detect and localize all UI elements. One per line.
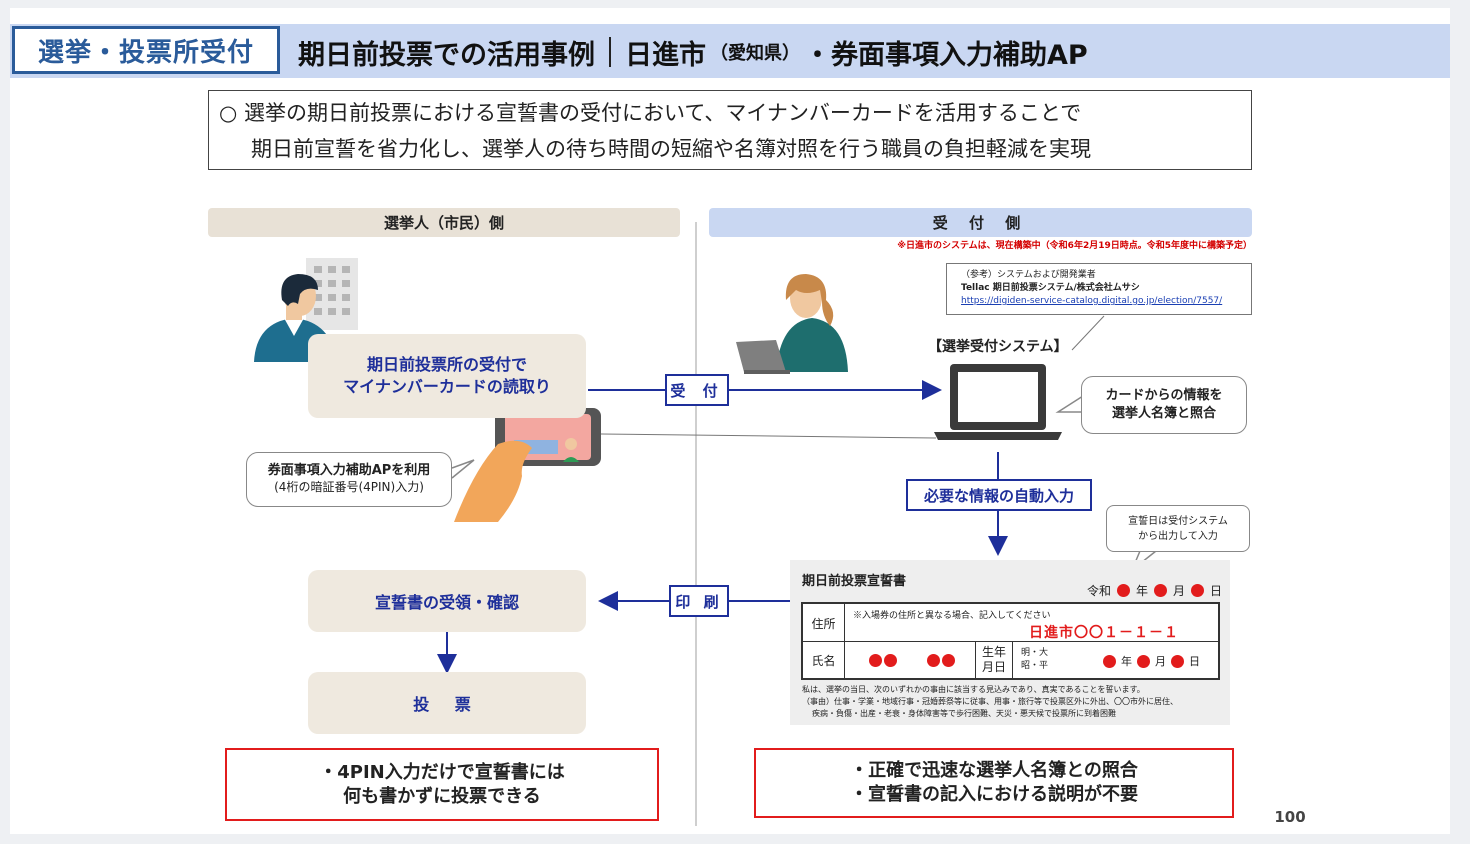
red-dot-icon (1137, 654, 1150, 668)
form-title: 期日前投票宣誓書 (802, 574, 907, 589)
form-footer: 私は、選挙の当日、次のいずれかの事由に該当する見込みであり、真実であることを誓い… (802, 684, 1222, 720)
address-row: 住所 ※入場券の住所と異なる場合、記入してください 日進市〇〇１－１－１ (803, 604, 1218, 642)
red-dot-icon (927, 654, 940, 667)
form-year-label: 年 (1135, 584, 1148, 598)
title-city: 日進市 (625, 39, 706, 71)
voter-benefit-line2: 何も書かずに投票できる (343, 785, 541, 807)
card-note-line2: 選挙人名簿と照合 (1111, 406, 1216, 421)
name-dots (869, 654, 897, 667)
name-dots (927, 654, 955, 667)
red-dot-icon (1171, 654, 1184, 668)
red-dot-icon (1190, 584, 1204, 597)
intro-box: ○ 選挙の期日前投票における宣誓書の受付において、マイナンバーカードを活用するこ… (208, 90, 1252, 170)
red-dot-icon (942, 654, 955, 667)
staff-person-icon (736, 274, 848, 374)
red-dot-icon (1103, 654, 1116, 668)
intro-line2: 期日前宣誓を省力化し、選挙人の待ち時間の短縮や名簿対照を行う職員の負担軽減を実現 (251, 137, 1091, 161)
reference-link[interactable]: https://digiden-service-catalog.digital.… (961, 296, 1223, 306)
reference-box: （参考）システムおよび開発業者 Tellac 期日前投票システム/株式会社ムサシ… (946, 263, 1252, 315)
birth-era-1: 明・大 (1021, 648, 1049, 658)
voter-side-header: 選挙人（市民）側 (208, 208, 680, 237)
birth-label-1: 生年 (981, 645, 1006, 659)
card-match-callout: カードからの情報を 選挙人名簿と照合 (1081, 376, 1247, 434)
reception-benefit-box: ・正確で迅速な選挙人名簿との照合 ・宣誓書の記入における説明が不要 (754, 748, 1234, 818)
oath-form: 期日前投票宣誓書 令和 年 月 日 住所 ※入場券の住所と異なる場合、記入してく… (790, 560, 1230, 725)
voter-person-icon (254, 274, 336, 362)
red-dot-icon (1153, 584, 1167, 597)
intro-line1: ○ 選挙の期日前投票における宣誓書の受付において、マイナンバーカードを活用するこ… (219, 101, 1082, 125)
reception-benefit-line2: ・宣誓書の記入における説明が不要 (850, 784, 1138, 805)
card-reading-box: 期日前投票所の受付で マイナンバーカードの読取り (308, 334, 586, 418)
page-number: 100 (1274, 808, 1306, 826)
birth-label-2: 月日 (981, 660, 1006, 674)
vote-box: 投 票 (308, 672, 586, 734)
form-date: 令和 年 月 日 (1087, 582, 1222, 599)
laptop-icon (934, 364, 1062, 440)
app-note-line1: 券面事項入力補助APを利用 (267, 463, 431, 478)
title-pref: （愛知県） (710, 43, 800, 64)
birth-era: 明・大 昭・平 (1021, 647, 1048, 673)
reception-label: 受 付 (665, 374, 729, 406)
title-part1: 期日前投票での活用事例 (298, 39, 595, 71)
card-reading-line1: 期日前投票所の受付で (366, 355, 527, 374)
address-label: 住所 (803, 604, 845, 642)
birth-year-label: 年 (1121, 655, 1132, 668)
oath-confirm-box: 宣誓書の受領・確認 (308, 570, 586, 632)
oath-date-callout: 宣誓日は受付システム から出力して入力 (1106, 505, 1250, 552)
address-value: 日進市〇〇１－１－１ (1029, 625, 1179, 641)
name-row: 氏名 生年 月日 明・大 昭・平 年 (803, 642, 1218, 678)
form-month-label: 月 (1172, 584, 1185, 598)
form-table: 住所 ※入場券の住所と異なる場合、記入してください 日進市〇〇１－１－１ 氏名 … (801, 602, 1220, 680)
red-dot-icon (1116, 584, 1130, 597)
oath-note-line2: から出力して入力 (1138, 531, 1218, 542)
app-note-line2: (4桁の暗証番号(4PIN)入力) (274, 480, 424, 494)
card-reader-icon (454, 408, 601, 522)
reference-line2: Tellac 期日前投票システム/株式会社ムサシ (961, 283, 1140, 293)
form-era-label: 令和 (1086, 584, 1111, 598)
card-note-line1: カードからの情報を (1105, 388, 1223, 403)
reception-side-header: 受 付 側 (709, 208, 1252, 237)
birth-day-label: 日 (1189, 655, 1200, 668)
reference-line1: （参考）システムおよび開発業者 (961, 270, 1096, 280)
auto-input-label: 必要な情報の自動入力 (906, 479, 1092, 511)
print-label: 印 刷 (669, 585, 729, 617)
form-footer-3: 疾病・負傷・出産・老衰・身体障害等で歩行困難、天災・悪天候で投票所に到着困難 (812, 709, 1116, 718)
birth-month-label: 月 (1155, 655, 1166, 668)
address-note: ※入場券の住所と異なる場合、記入してください (853, 611, 1051, 621)
red-dot-icon (884, 654, 897, 667)
reception-benefit-line1: ・正確で迅速な選挙人名簿との照合 (850, 760, 1138, 781)
title-separator (609, 37, 611, 67)
voter-benefit-line1: ・4PIN入力だけで宣誓書には (319, 761, 565, 783)
page-title: 期日前投票での活用事例 日進市 （愛知県） ・券面事項入力補助AP (298, 30, 1088, 74)
voter-benefit-box: ・4PIN入力だけで宣誓書には 何も書かずに投票できる (225, 748, 659, 821)
app-usage-callout: 券面事項入力補助APを利用 (4桁の暗証番号(4PIN)入力) (246, 452, 452, 507)
system-note: ※日進市のシステムは、現在構築中（令和6年2月19日時点。令和5年度中に構築予定… (897, 241, 1252, 251)
form-footer-1: 私は、選挙の当日、次のいずれかの事由に該当する見込みであり、真実であることを誓い… (802, 685, 1145, 694)
section-tag: 選挙・投票所受付 (12, 26, 280, 74)
name-label: 氏名 (803, 642, 845, 678)
birth-label: 生年 月日 (975, 642, 1013, 678)
birth-date: 年 月 日 (1103, 653, 1200, 669)
oath-note-line1: 宣誓日は受付システム (1128, 516, 1228, 527)
red-dot-icon (869, 654, 882, 667)
form-day-label: 日 (1209, 584, 1222, 598)
card-reading-line2: マイナンバーカードの読取り (343, 377, 551, 396)
title-part2: ・券面事項入力補助AP (804, 39, 1088, 71)
column-divider (695, 222, 697, 826)
birth-era-2: 昭・平 (1021, 661, 1049, 671)
form-footer-2: （事由）仕事・学業・地域行事・冠婚葬祭等に従事、用事・旅行等で投票区外に外出、〇… (802, 697, 1178, 706)
system-label: 【選挙受付システム】 (928, 339, 1068, 355)
